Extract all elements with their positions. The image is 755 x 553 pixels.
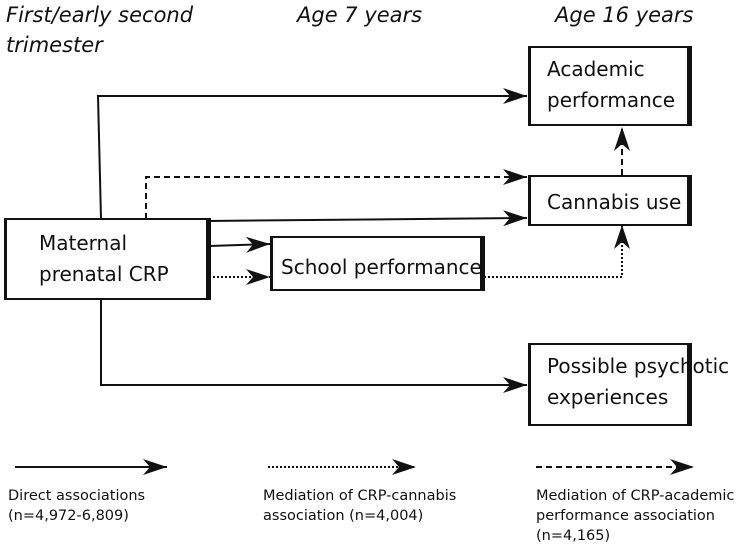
edge-crp-to-school <box>208 236 271 253</box>
header-trimester-line2: trimester <box>6 33 103 57</box>
header-trimester: First/early second trimester <box>6 0 193 60</box>
node-maternal-crp-line1: Maternal <box>39 231 128 255</box>
edge-crp-to-psychotic <box>100 300 527 393</box>
edge-crp-to-academic <box>96 88 527 220</box>
legend-direct-line2: (n=4,972-6,809) <box>8 508 129 524</box>
node-maternal-crp-line2: prenatal CRP <box>39 262 169 286</box>
legend-cannabis-line1: Mediation of CRP-cannabis <box>263 488 457 504</box>
legend-direct: Direct associations (n=4,972-6,809) <box>8 486 145 526</box>
node-psychotic-experiences-line2: experiences <box>547 385 669 409</box>
node-cannabis-use-label: Cannabis use <box>547 190 682 214</box>
header-trimester-line1: First/early second <box>6 3 194 27</box>
header-age-16: Age 16 years <box>555 3 694 27</box>
node-school-performance: School performance <box>270 236 485 291</box>
edge-crp-to-cannabis <box>206 210 528 227</box>
legend-cannabis: Mediation of CRP-cannabis association (n… <box>263 486 456 526</box>
node-psychotic-experiences: Possible psychotic experiences <box>528 343 730 426</box>
edge-crp-to-cannabis-dashed <box>145 169 527 219</box>
legend-academic-line3: (n=4,165) <box>536 528 611 544</box>
edge-school-to-cannabis-dotted <box>484 225 630 278</box>
node-school-performance-label: School performance <box>281 255 482 279</box>
legend-direct-line1: Direct associations <box>8 488 146 504</box>
node-cannabis-use: Cannabis use <box>528 175 692 226</box>
legend-academic-line2: performance association <box>536 508 715 524</box>
node-academic-performance-line2: performance <box>547 88 676 112</box>
legend-academic: Mediation of CRP-academic performance as… <box>536 486 734 546</box>
header-age-7: Age 7 years <box>297 3 423 27</box>
node-maternal-crp: Maternal prenatal CRP <box>4 218 211 300</box>
node-academic-performance-line1: Academic <box>547 57 645 81</box>
node-academic-performance: Academic performance <box>528 46 692 126</box>
node-psychotic-experiences-line1: Possible psychotic <box>547 354 730 378</box>
legend-academic-line1: Mediation of CRP-academic <box>536 488 735 504</box>
legend-cannabis-line2: association (n=4,004) <box>263 508 424 524</box>
